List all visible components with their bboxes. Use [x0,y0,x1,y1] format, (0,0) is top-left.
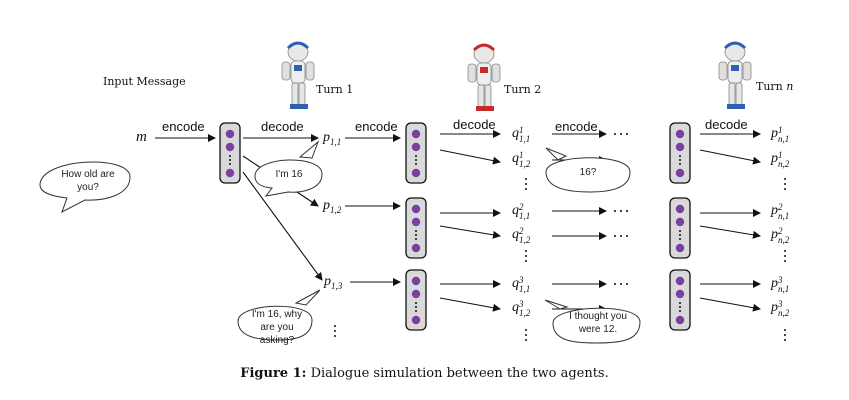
caption-bold: Figure 1: [240,366,307,381]
decode-label-1: decode [261,119,304,134]
turn-1-label: Turn 1 [316,83,354,96]
bubble-turn1-3-shape [237,289,321,341]
decode-label-2: decode [453,117,496,132]
turn-n-variable: n [786,80,794,93]
bubble-input-text: How old are you? [61,169,115,193]
bubble-turn2-shape [545,147,631,193]
bubble-turn1-text: I'm 16 [275,169,303,180]
turn-2-label: Turn 2 [504,83,542,96]
encode-label-3: encode [555,119,598,134]
node-p-1-1: p1,1 [323,130,342,147]
turn-n-text: Turn n [756,80,794,93]
encode-label-1: encode [162,119,205,134]
figure-caption: Figure 1: Dialogue simulation between th… [0,366,849,381]
encoder-box-turnn-row1 [669,122,691,184]
input-message-label: Input Message [103,75,186,88]
speech-bubbles [39,140,641,344]
encoder-box-turn2-row2 [405,197,427,259]
encoder-boxes [219,122,691,331]
robot-turn-1 [281,41,315,109]
encoder-box-turnn-row2 [669,197,691,259]
encoder-box-turn2-row3 [405,269,427,331]
bubble-input-shape [39,161,131,214]
robot-turn-2 [467,43,501,111]
arrows [155,130,761,313]
bubble-turn2-text: 16? [579,167,597,178]
ellipsis-dots [334,133,786,341]
bubble-turn2-3-shape [544,299,641,344]
node-p-1-3: p1,3 [324,274,343,291]
decode-label-3: decode [705,117,748,132]
bubble-turn1-3-text: I'm 16, why are you asking? [251,309,303,346]
node-p-1-2: p1,2 [323,198,342,215]
input-symbol-m: m [136,129,147,145]
bubble-turn1-shape [254,140,323,197]
encoder-box-turnn-row3 [669,269,691,331]
encoder-box-turn2-row1 [405,122,427,184]
encoder-box-turn1 [219,122,241,184]
bubble-turn2-3-text: I thought you were 12. [569,311,627,335]
encode-label-2: encode [355,119,398,134]
turn-n-label: Turn n [756,81,793,92]
robot-turn-n [718,41,752,109]
caption-text: Dialogue simulation between the two agen… [306,366,609,381]
